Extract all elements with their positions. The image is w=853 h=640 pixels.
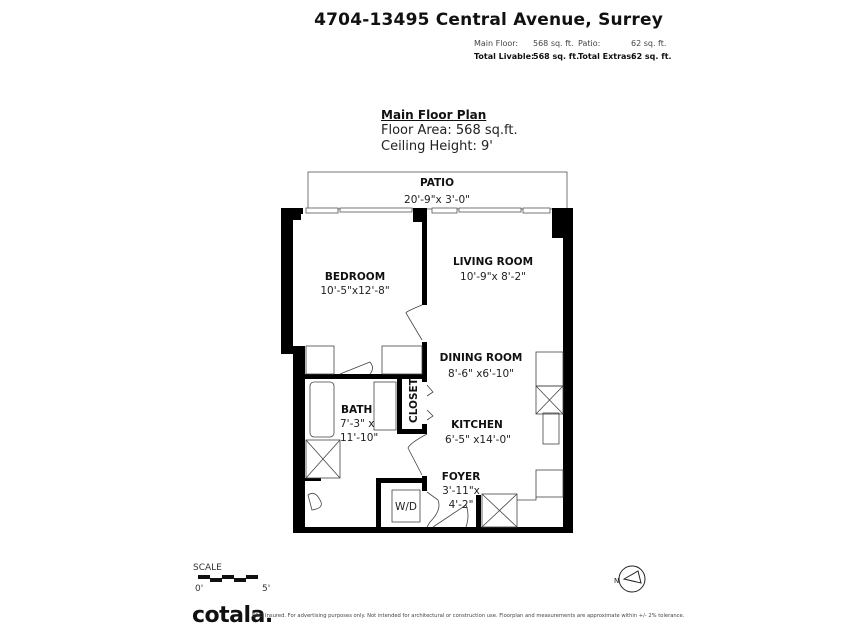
main-floor-value: 568 sq. ft. <box>533 39 574 48</box>
room-bath-dims-2: 11'-10" <box>340 432 378 444</box>
property-address: 4704-13495 Central Avenue, Surrey <box>314 10 663 30</box>
floor-area: Floor Area: 568 sq.ft. <box>381 123 518 138</box>
room-living-label: LIVING ROOM <box>453 256 533 268</box>
room-closet-label: CLOSET <box>408 377 420 423</box>
fixtures <box>305 304 564 528</box>
room-living-dims: 10'-9"x 8'-2" <box>460 271 526 283</box>
room-kitchen-dims: 6'-5" x14'-0" <box>445 434 511 446</box>
total-extras-value: 62 sq. ft. <box>631 52 672 61</box>
scale-end: 5' <box>262 584 271 594</box>
scale-start: 0' <box>195 584 204 594</box>
room-bath-label: BATH <box>341 404 372 416</box>
windows <box>305 207 551 214</box>
walls <box>281 208 573 533</box>
patio-label: Patio: <box>578 39 601 48</box>
room-dining-label: DINING ROOM <box>440 352 523 364</box>
room-foyer-dims: 3'-11"x <box>442 485 480 497</box>
north-arrow-icon: N <box>614 565 646 593</box>
ceiling-height: Ceiling Height: 9' <box>381 139 493 154</box>
scale-label: SCALE <box>193 563 222 573</box>
room-patio-dims: 20'-9"x 3'-0" <box>404 194 470 206</box>
svg-text:N: N <box>614 577 619 585</box>
room-bedroom-label: BEDROOM <box>325 271 385 283</box>
main-floor-label: Main Floor: <box>474 39 519 48</box>
disclaimer: E&O Insured. For advertising purposes on… <box>252 613 685 619</box>
room-bath-dims: 7'-3" x <box>340 418 374 430</box>
total-extras-label: Total Extras: <box>578 52 635 61</box>
total-livable-value: 568 sq. ft. <box>533 52 580 61</box>
cotala-logo: cotala. <box>192 603 273 628</box>
patio-value: 62 sq. ft. <box>631 39 667 48</box>
total-livable-label: Total Livable: <box>474 52 535 61</box>
room-foyer-dims-2: 4'-2" <box>449 499 474 511</box>
room-dining-dims: 8'-6" x6'-10" <box>448 368 514 380</box>
room-kitchen-label: KITCHEN <box>451 419 503 431</box>
room-bedroom-dims: 10'-5"x12'-8" <box>320 285 389 297</box>
plan-title: Main Floor Plan <box>381 108 487 122</box>
scale-bar <box>198 575 258 582</box>
room-foyer-label: FOYER <box>442 471 481 483</box>
washer-dryer-label: W/D <box>395 501 417 513</box>
room-patio-label: PATIO <box>420 177 454 189</box>
